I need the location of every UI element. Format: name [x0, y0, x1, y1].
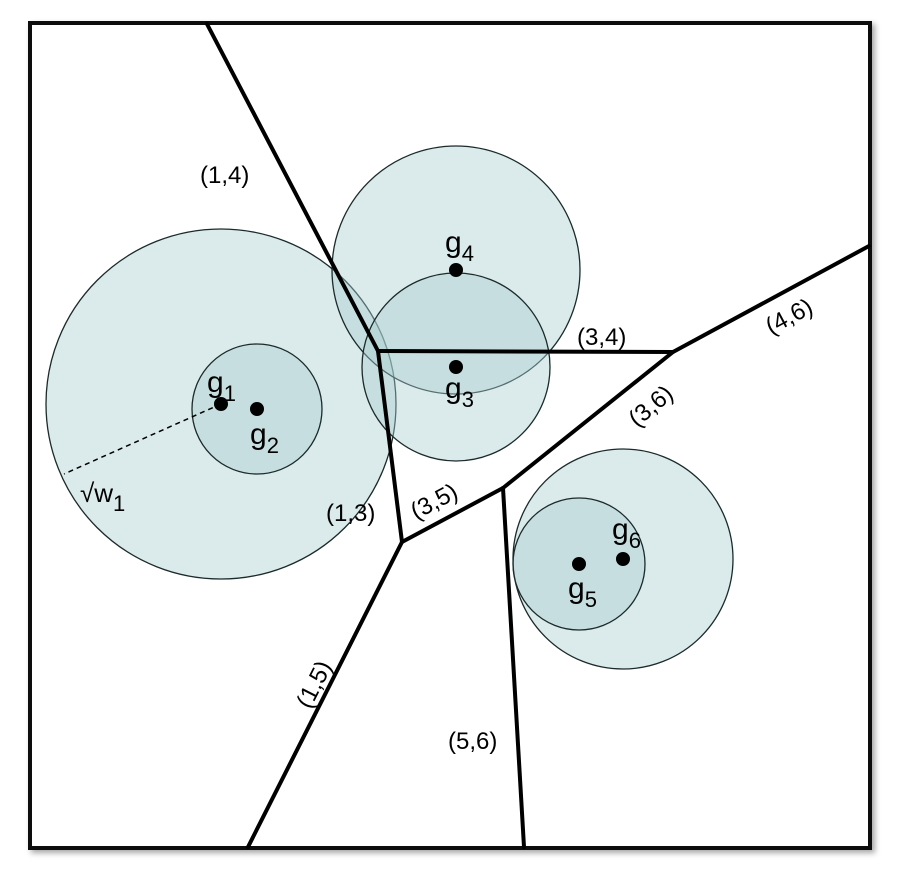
site-g4-dot	[449, 263, 463, 277]
site-labels: g1 g2 g3 g4 g5 g6	[207, 226, 641, 612]
site-g6-dot	[616, 552, 630, 566]
cell-edges	[205, 22, 871, 849]
label-g6: g6	[612, 513, 641, 553]
radius-w1-dashed-line	[63, 403, 222, 475]
label-g3: g3	[445, 372, 474, 412]
edge-line-bottom	[501, 486, 526, 849]
edge-line-left	[205, 22, 404, 849]
site-g2-dot	[250, 402, 264, 416]
edge-label-1-4: (1,4)	[200, 162, 249, 189]
label-sqrt-w1: √w1	[80, 478, 125, 516]
label-g4: g4	[445, 226, 474, 266]
sites	[214, 263, 630, 571]
edge-label-1-3: (1,3)	[326, 500, 375, 527]
edge-label-3-4: (3,4)	[577, 324, 626, 351]
label-g2: g2	[250, 418, 279, 458]
site-g5-dot	[572, 557, 586, 571]
diagram-frame	[28, 21, 872, 850]
label-g5: g5	[568, 572, 597, 612]
edge-label-5-6: (5,6)	[448, 728, 497, 755]
site-g1-dot	[214, 397, 228, 411]
label-g1: g1	[207, 366, 236, 406]
site-g3-dot	[449, 360, 463, 374]
